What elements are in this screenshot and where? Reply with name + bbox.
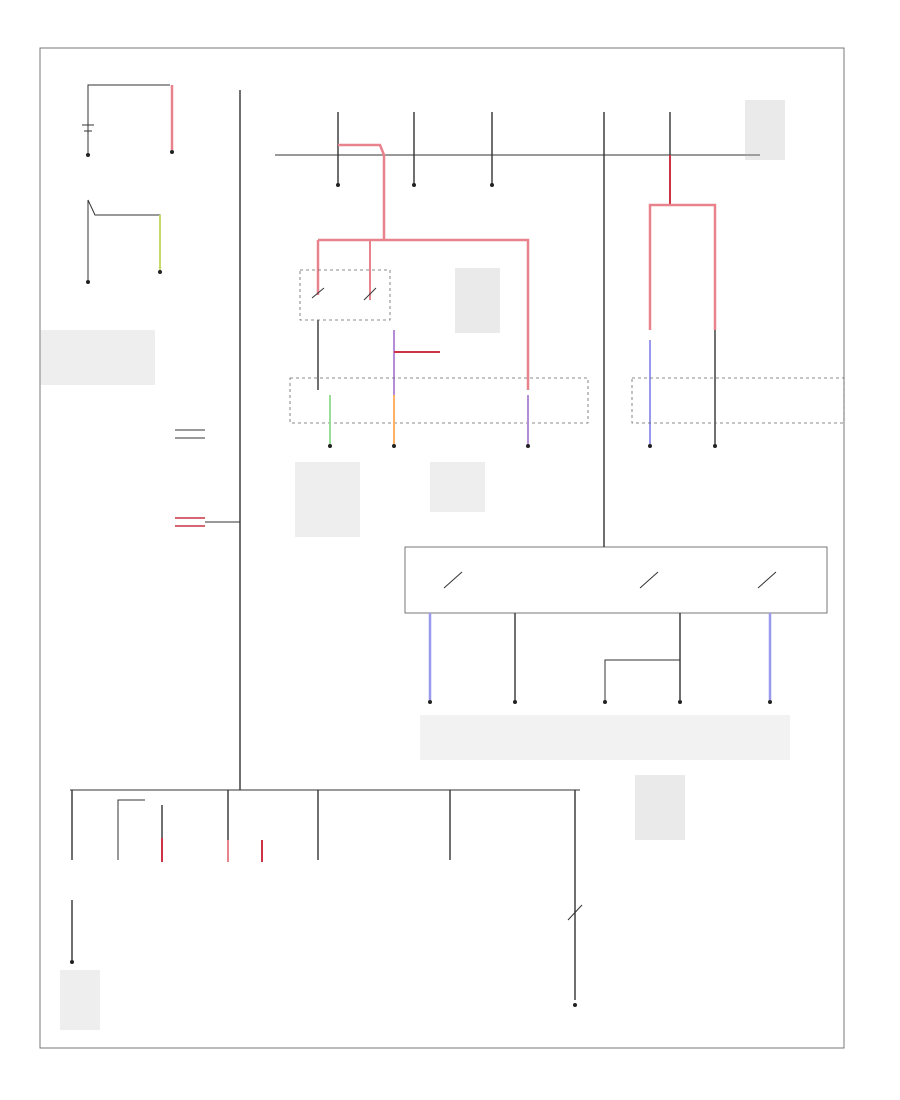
- battery-section: [82, 84, 174, 284]
- main-relay-symbol: [299, 269, 391, 321]
- relay-panel-outputs: [428, 613, 772, 704]
- left-stubs: [175, 429, 240, 527]
- bottom-fuses: [70, 790, 583, 1007]
- top-fuses: [336, 112, 671, 540]
- label-marks: [40, 100, 790, 1030]
- fuse-box-outline: [289, 377, 589, 424]
- relay-panel: [404, 540, 828, 614]
- fuse-box-outputs: [328, 395, 530, 448]
- relay-feed: [316, 143, 530, 390]
- right-relay-loop: [631, 155, 845, 448]
- diagram-frame: [39, 47, 845, 1049]
